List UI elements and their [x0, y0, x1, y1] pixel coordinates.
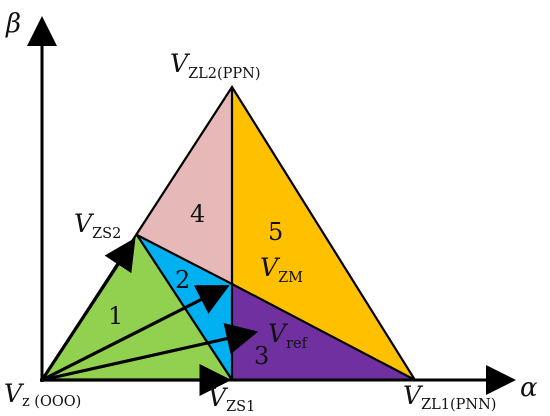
vzm-label: VZM — [260, 253, 303, 286]
vz-label: Vz (OOO) — [4, 379, 81, 410]
vector-vzm — [41, 285, 230, 382]
region-4 — [137, 87, 232, 284]
vector-vzs2 — [40, 237, 136, 381]
vref-label-sub: ref — [286, 336, 309, 352]
region-1-label: 1 — [108, 302, 123, 330]
vz-label-sub: z (OOO) — [22, 394, 81, 410]
region-5-label: 5 — [268, 218, 283, 246]
alpha-axis-label: α — [520, 373, 538, 403]
vzm-label-main: V — [260, 253, 281, 282]
vzs1-label-main: V — [208, 383, 229, 412]
vzl2-label-main: V — [170, 49, 191, 78]
region-4-label: 4 — [190, 200, 205, 228]
vzs2-label-main: V — [74, 209, 95, 238]
vzm-vzl1-line — [231, 283, 416, 381]
vzs2-label: VZS2 — [74, 209, 121, 242]
vector-vref — [41, 322, 259, 382]
vzl2-label: VZL2(PPN) — [170, 49, 261, 82]
vzs2-vzm-line — [136, 234, 233, 285]
vzs2-label-sub: ZS2 — [92, 226, 121, 242]
vref-label: Vref — [268, 319, 309, 352]
vzs1-label: VZS1 — [208, 383, 255, 415]
region-2-label: 2 — [175, 266, 190, 294]
beta-axis-label: β — [5, 9, 21, 39]
vzl1-label-sub: ZL1(PNN) — [421, 397, 496, 413]
vzl2-label-sub: ZL2(PPN) — [188, 66, 260, 82]
vzl1-label: VZL1(PNN) — [403, 381, 496, 413]
vref-label-main: V — [268, 319, 289, 348]
region-3-label: 3 — [254, 342, 269, 370]
vectors — [40, 237, 259, 396]
vzl1-label-main: V — [403, 381, 424, 410]
vzm-label-sub: ZM — [278, 270, 303, 286]
region-1 — [42, 235, 232, 380]
vzs1-label-sub: ZS1 — [226, 399, 255, 415]
vz-label-main: V — [4, 379, 25, 408]
